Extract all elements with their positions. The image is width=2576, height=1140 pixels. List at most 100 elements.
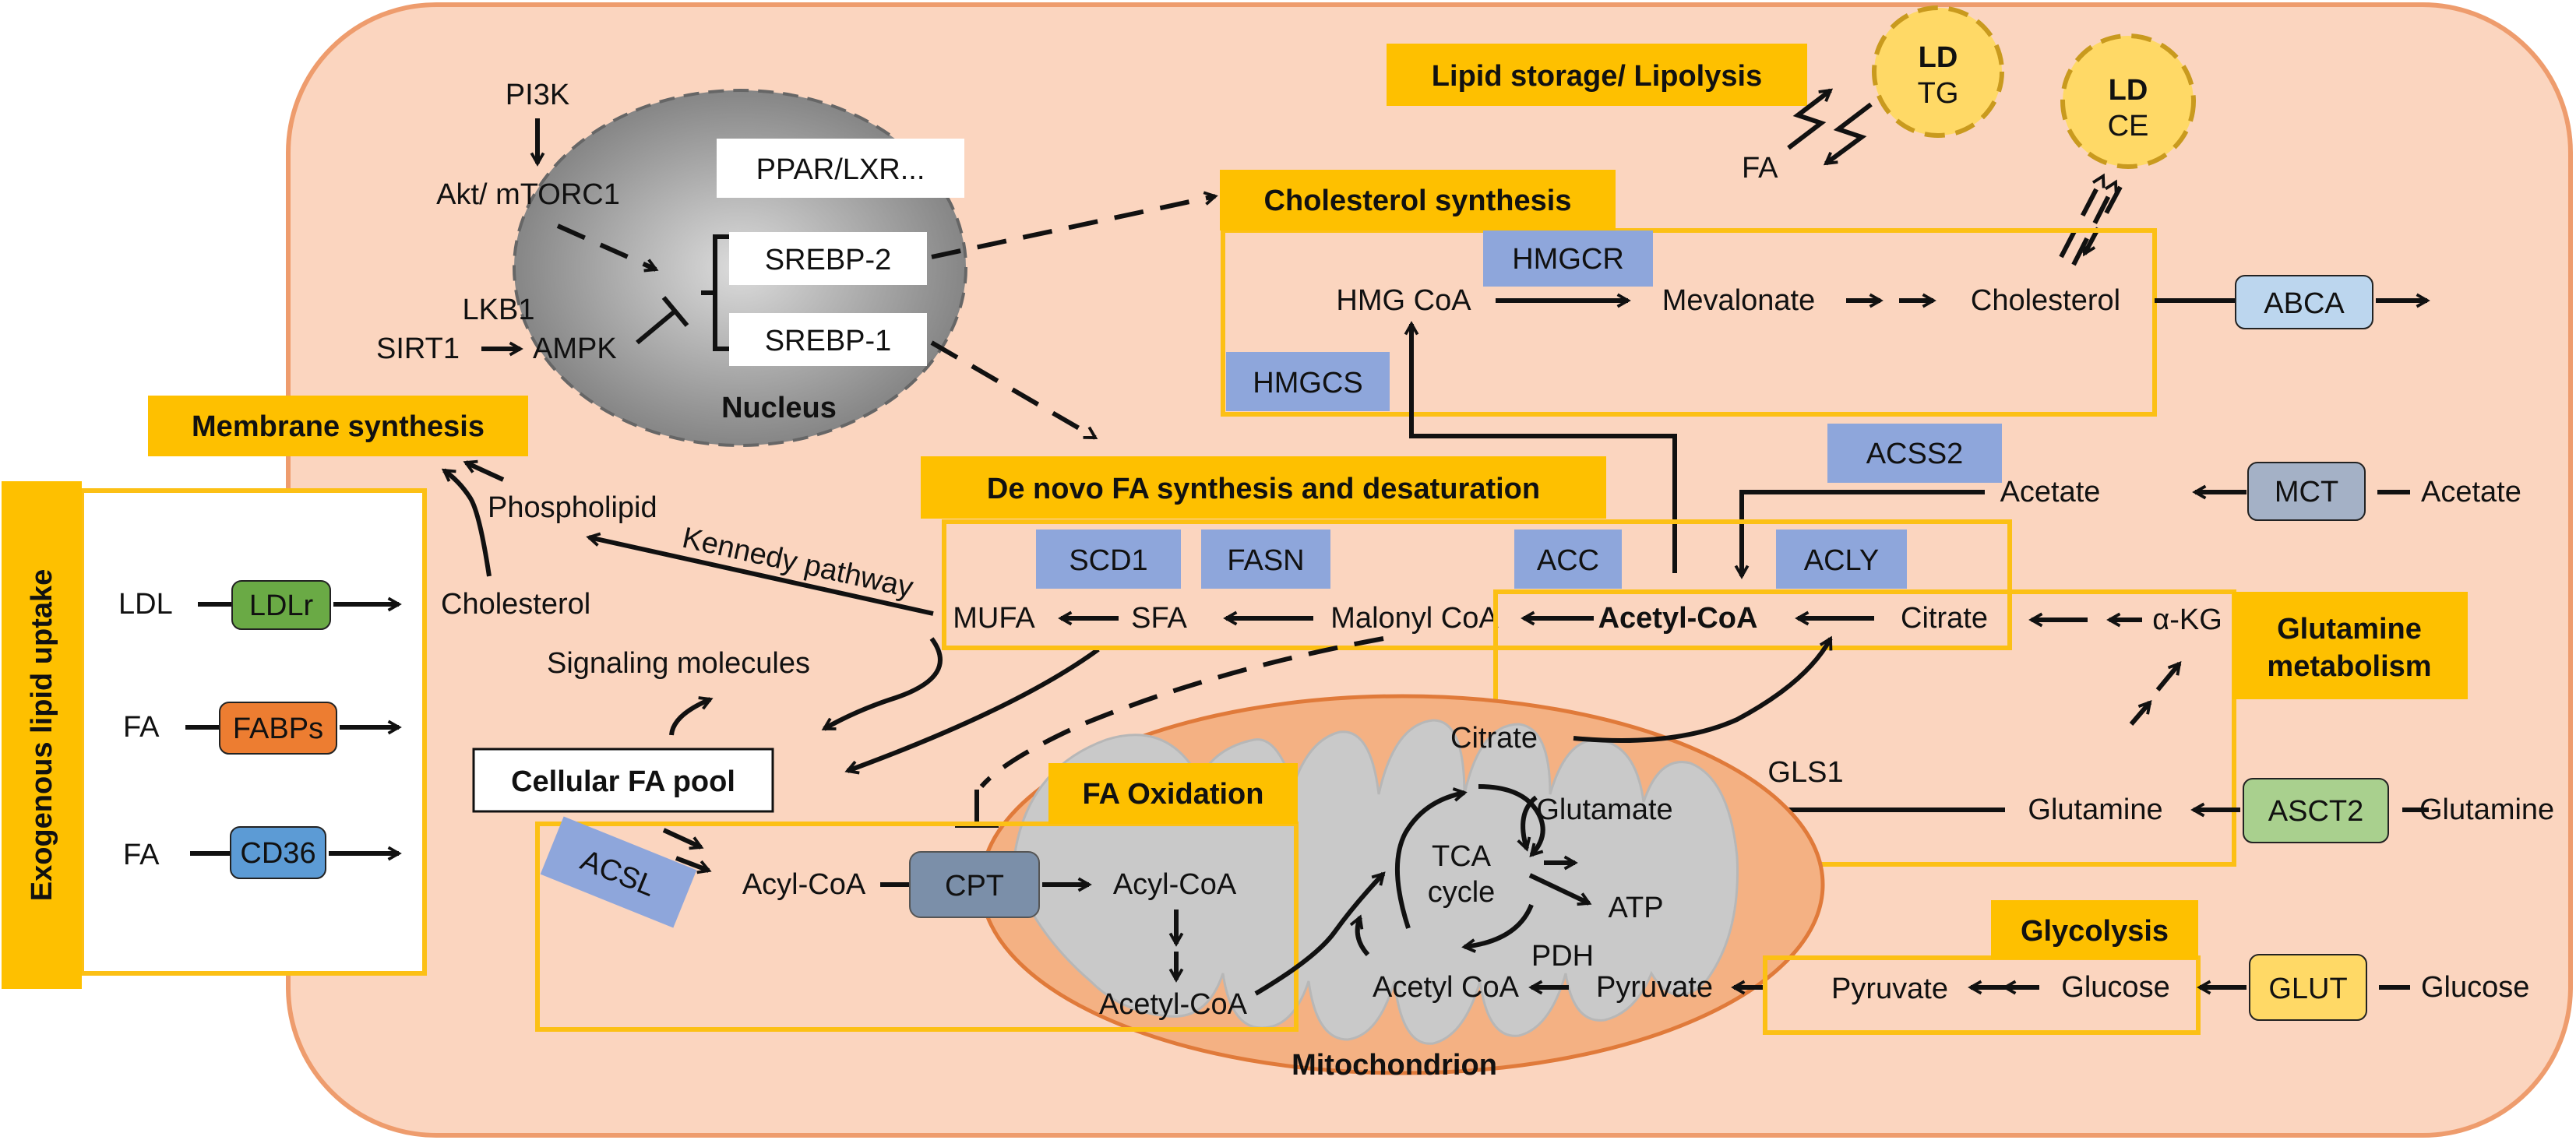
- fasn-label: FASN: [1227, 544, 1304, 577]
- pi3k-label: PI3K: [506, 79, 569, 111]
- acsl-enzyme: [540, 816, 697, 928]
- glycolysis-label-bg: [1991, 900, 2198, 959]
- mevalonate-label: Mevalonate: [1662, 284, 1815, 317]
- acc-enzyme: [1514, 530, 1622, 589]
- lipid-storage-label: Lipid storage/ Lipolysis: [1432, 60, 1762, 93]
- acetyl-coa-2-label: Acetyl CoA: [1373, 971, 1520, 1004]
- acyl-coa-2-label: Acyl-CoA: [1113, 868, 1237, 901]
- fasn-enzyme: [1201, 530, 1330, 589]
- ldl-label: LDL: [118, 588, 173, 621]
- acc-label: ACC: [1537, 544, 1599, 577]
- hmg-coa-label: HMG CoA: [1336, 284, 1471, 317]
- ldlr-receptor: [231, 580, 331, 630]
- cellular-fa-pool-label: Cellular FA pool: [511, 765, 735, 798]
- hmgcs-enzyme: [1226, 352, 1390, 411]
- cholesterol-synthesis-box: [1221, 228, 2157, 417]
- fa-oxidation-label-bg: [1048, 763, 1298, 824]
- fa-oxidation-box: [535, 822, 1299, 1032]
- fa-storage-label: FA: [1742, 152, 1778, 185]
- membrane-synthesis-label-bg: [148, 396, 528, 456]
- acetyl-coa-mito-label: Acetyl-CoA: [1099, 988, 1248, 1021]
- cholesterol-synthesis-label-bg: [1220, 170, 1616, 230]
- tca-line1: TCA: [1432, 840, 1492, 873]
- fa-label-1: FA: [123, 711, 160, 744]
- acss2-label: ACSS2: [1866, 438, 1964, 470]
- glycolysis-box: [1763, 955, 2201, 1035]
- akg-label: α-KG: [2152, 603, 2222, 636]
- mitochondrion-label: Mitochondrion: [1292, 1049, 1497, 1082]
- fa-label-2: FA: [123, 839, 160, 871]
- mct-transporter: [2247, 462, 2366, 521]
- cholesterol-left-label: Cholesterol: [441, 588, 590, 621]
- glut-label: GLUT: [2268, 973, 2347, 1005]
- lipid-droplet-ce: [2060, 33, 2196, 169]
- pyruvate-cyt-label: Pyruvate: [1831, 973, 1948, 1005]
- cd36-label: CD36: [240, 837, 315, 870]
- de-novo-fa-box: [942, 519, 2012, 650]
- fa-oxidation-label: FA Oxidation: [1083, 778, 1264, 811]
- tca-line2: cycle: [1428, 876, 1496, 909]
- acetate-out-label: Acetate: [2421, 476, 2521, 508]
- ld-ce-sub: CE: [2108, 110, 2149, 142]
- cholesterol-right-label: Cholesterol: [1971, 284, 2120, 317]
- asct2-label: ASCT2: [2268, 795, 2363, 828]
- lipid-storage-label-bg: [1387, 44, 1807, 106]
- phospholipid-label: Phospholipid: [488, 491, 657, 524]
- ppar-lxr-box: [717, 139, 964, 198]
- srebp1-box: [729, 313, 927, 366]
- acss2-enzyme: [1827, 424, 2002, 483]
- exogenous-label-bg: [2, 481, 82, 989]
- glutamine-in-label: Glutamine: [2028, 793, 2162, 826]
- glutamine-metabolism-label-2: metabolism: [2267, 650, 2431, 683]
- srebp1-label: SREBP-1: [765, 325, 892, 357]
- glutamine-metabolism-label-bg: [2232, 592, 2468, 699]
- acetate-in-label: Acetate: [2000, 476, 2101, 508]
- de-novo-fa-label: De novo FA synthesis and desaturation: [987, 473, 1540, 505]
- glut-transporter: [2249, 954, 2367, 1021]
- mct-label: MCT: [2275, 476, 2338, 508]
- lipid-droplet-tg: [1872, 5, 2004, 138]
- pdh-label: PDH: [1531, 940, 1594, 973]
- abca-label: ABCA: [2264, 287, 2345, 320]
- fabps-transporter: [219, 702, 337, 755]
- citrate-mito-label: Citrate: [1450, 722, 1538, 755]
- exogenous-label: Exogenous lipid uptake: [26, 569, 58, 902]
- acly-label: ACLY: [1804, 544, 1879, 577]
- hmgcr-label: HMGCR: [1512, 243, 1624, 276]
- ppar-lxr-label: PPAR/LXR...: [756, 153, 925, 186]
- glucose-out-label: Glucose: [2421, 971, 2529, 1004]
- membrane-synthesis-label: Membrane synthesis: [192, 410, 485, 443]
- glutamine-metabolism-label: Glutamine: [2277, 613, 2422, 646]
- malonyl-coa-label: Malonyl CoA: [1330, 602, 1499, 635]
- pyruvate-mito-label: Pyruvate: [1596, 971, 1713, 1004]
- de-novo-fa-label-bg: [921, 456, 1606, 519]
- abca-transporter: [2235, 275, 2373, 329]
- sirt1-label: SIRT1: [376, 332, 460, 365]
- ld-tg-sub: TG: [1918, 77, 1959, 110]
- srebp2-box: [729, 232, 927, 285]
- glycolysis-label: Glycolysis: [2021, 915, 2169, 948]
- akt-mtorc1-label: Akt/ mTORC1: [436, 178, 620, 211]
- sfa-label: SFA: [1131, 602, 1187, 635]
- cd36-transporter: [230, 826, 326, 879]
- cpt-enzyme: [909, 851, 1040, 918]
- atp-label: ATP: [1608, 892, 1663, 924]
- cellular-fa-pool-box: [472, 748, 774, 813]
- acly-enzyme: [1776, 530, 1907, 589]
- srebp2-label: SREBP-2: [765, 244, 892, 276]
- cpt-label: CPT: [945, 870, 1004, 902]
- ld-ce-title: LD: [2109, 74, 2148, 107]
- gls1-label: GLS1: [1767, 756, 1843, 789]
- glucose-in-label: Glucose: [2061, 971, 2169, 1004]
- scd1-label: SCD1: [1069, 544, 1147, 577]
- cholesterol-synthesis-label: Cholesterol synthesis: [1264, 185, 1572, 217]
- glutamine-out-label: Glutamine: [2419, 793, 2554, 826]
- hmgcr-enzyme: [1483, 230, 1653, 287]
- nucleus-label: Nucleus: [721, 392, 837, 424]
- signaling-molecules-label: Signaling molecules: [547, 647, 810, 680]
- hmgcs-label: HMGCS: [1253, 367, 1362, 399]
- acetyl-coa-label: Acetyl-CoA: [1598, 602, 1758, 635]
- ampk-label: AMPK: [533, 332, 617, 365]
- fabps-label: FABPs: [233, 712, 323, 745]
